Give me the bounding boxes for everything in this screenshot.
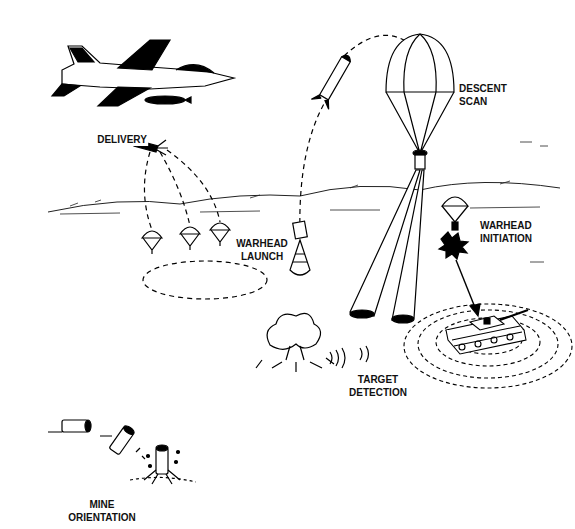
- mine-canisters-part: [175, 461, 178, 464]
- dispenser-part: [157, 140, 168, 155]
- sound-waves-part: [360, 346, 369, 362]
- tank-target-part: [491, 337, 497, 343]
- tank-target-part: [475, 341, 481, 347]
- dispenser-part: [181, 234, 199, 250]
- aircraft-part: [176, 65, 214, 73]
- warhead-trajectory-part: [300, 102, 325, 232]
- warhead-trajectory-part-part: [342, 53, 353, 61]
- warhead-trajectory-part: [293, 221, 308, 239]
- dispenser-part: [144, 150, 220, 230]
- aircraft-part: [98, 87, 150, 106]
- mine-canisters-part: [85, 420, 91, 432]
- warhead-trajectory-part: [293, 254, 307, 262]
- descent-parachute-part: [386, 92, 454, 150]
- callout-label: DELIVERY: [96, 133, 148, 146]
- dispenser-part: [211, 230, 229, 246]
- sound-waves: [330, 346, 369, 368]
- callout-label: WARHEAD LAUNCH: [235, 237, 289, 263]
- dispenser-part: [142, 231, 162, 238]
- mine-canisters-part: [156, 445, 168, 451]
- tank-target-part: [404, 304, 572, 388]
- initiation-parachute-part: [470, 304, 480, 316]
- dispenser-part: [210, 223, 230, 230]
- dispenser-part: [180, 227, 200, 234]
- aircraft-part: [185, 97, 191, 103]
- sound-waves-part: [330, 348, 345, 368]
- descent-parachute-part: [392, 170, 424, 320]
- dispenser-part: [143, 238, 161, 254]
- callout-label: TARGET DETECTION: [348, 373, 408, 399]
- warhead-trajectory-part-part: [320, 57, 351, 100]
- terrain: [48, 142, 560, 262]
- dispenser: [134, 140, 267, 299]
- mine-canisters: [48, 420, 196, 484]
- dispenser-part: [143, 261, 267, 299]
- descent-parachute-part: [350, 310, 374, 318]
- mine-canisters-part: [177, 451, 180, 454]
- mine-canisters-part: [156, 448, 168, 474]
- warhead-trajectory-part: [256, 358, 334, 368]
- tank-target-part: [452, 326, 522, 346]
- tank-target-part: [507, 334, 513, 340]
- warhead-trajectory-part: [267, 313, 320, 349]
- aircraft-part: [118, 40, 170, 70]
- descent-parachute-part: [415, 155, 425, 169]
- warhead-trajectory-part: [272, 346, 322, 372]
- initiation-parachute-part: [442, 206, 468, 222]
- initiation-parachute-part: [442, 197, 468, 206]
- callout-label: WARHEAD INITIATION: [479, 219, 533, 245]
- aircraft: [52, 40, 234, 106]
- aircraft-part: [145, 96, 185, 104]
- warhead-trajectory-part-part: [311, 92, 332, 109]
- callout-label: DESCENT SCAN: [458, 82, 508, 108]
- callout-label: MINE ORIENTATION: [67, 498, 136, 524]
- tank-target: [404, 304, 572, 388]
- mine-canisters-part: [147, 455, 150, 458]
- warhead-trajectory-part: [311, 51, 356, 109]
- descent-parachute-part: [404, 34, 436, 92]
- initiation-parachute: [439, 197, 480, 316]
- mine-canisters-part-part: [122, 424, 135, 436]
- tank-target-part: [459, 344, 465, 350]
- initiation-parachute-part: [456, 260, 476, 310]
- tank-target-part: [484, 318, 490, 324]
- mine-canisters-part: [62, 420, 88, 432]
- mine-canisters-part: [130, 477, 196, 482]
- descent-parachute-part: [386, 34, 454, 92]
- aircraft-part: [70, 48, 94, 62]
- descent-parachute: [350, 34, 454, 323]
- warhead-trajectory-part: [290, 240, 310, 275]
- tank-target-part: [500, 310, 528, 320]
- terrain-part: [70, 181, 510, 206]
- tank-target-part: [418, 310, 558, 378]
- initiation-parachute-part: [452, 222, 458, 230]
- mine-canisters-part: [136, 448, 145, 459]
- mine-canisters-part: [109, 424, 135, 455]
- initiation-parachute-part: [439, 232, 468, 259]
- descent-parachute-part: [392, 315, 414, 323]
- tank-target-part: [470, 316, 504, 330]
- aircraft-part: [52, 84, 80, 96]
- mine-canisters-part: [149, 465, 152, 468]
